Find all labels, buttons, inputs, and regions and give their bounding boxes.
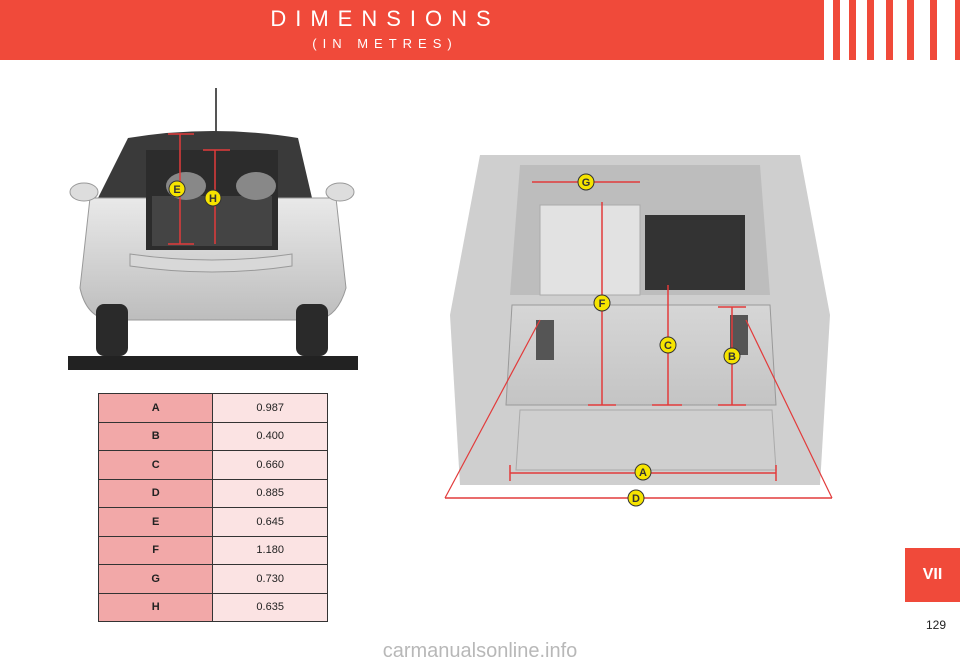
page-number: 129: [925, 618, 946, 632]
label-d: D: [632, 493, 640, 505]
dimension-key: D: [97, 478, 214, 508]
label-b: B: [728, 351, 736, 363]
label-badge-c: [659, 336, 677, 354]
page-header: DIMENSIONS (IN METRES): [0, 0, 960, 60]
label-badge-d: [627, 489, 645, 507]
dimension-key: H: [97, 592, 214, 622]
chapter-tab: VII: [905, 548, 960, 602]
label-c: C: [664, 340, 672, 352]
dimension-key: A: [97, 393, 214, 423]
dimension-value: 0.645: [212, 507, 328, 537]
label-badge-h: [204, 189, 222, 207]
page-title: DIMENSIONS: [270, 6, 500, 31]
label-badge-a: [634, 463, 652, 481]
label-badge-e: [168, 180, 186, 198]
label-badge-b: [723, 347, 741, 365]
dimension-key: B: [97, 421, 214, 451]
page-subtitle: (IN METRES): [312, 36, 458, 51]
label-a: A: [639, 467, 647, 479]
label-badge-f: [593, 294, 611, 312]
label-e: E: [173, 184, 180, 196]
dimension-key: E: [97, 507, 214, 537]
label-f: F: [599, 298, 606, 310]
label-h: H: [209, 193, 217, 205]
dimension-value: 0.660: [212, 450, 328, 480]
dimension-value: 0.730: [212, 564, 328, 594]
cargo-view-illustration: G F C B A D: [444, 155, 833, 507]
rear-view-illustration: E H: [68, 88, 358, 370]
watermark: carmanualsonline.info: [382, 640, 578, 662]
dimension-value: 0.987: [212, 393, 328, 423]
dimension-value: 0.635: [212, 592, 328, 622]
dimension-value: 1.180: [212, 535, 328, 565]
dimension-key: F: [97, 535, 214, 565]
header-stripes: [820, 0, 960, 60]
label-badge-g: [577, 173, 595, 191]
label-g: G: [582, 177, 591, 189]
dimension-value: 0.885: [212, 478, 328, 508]
dimension-key: G: [97, 564, 214, 594]
dimension-key: C: [97, 450, 214, 480]
dimension-value: 0.400: [212, 421, 328, 451]
